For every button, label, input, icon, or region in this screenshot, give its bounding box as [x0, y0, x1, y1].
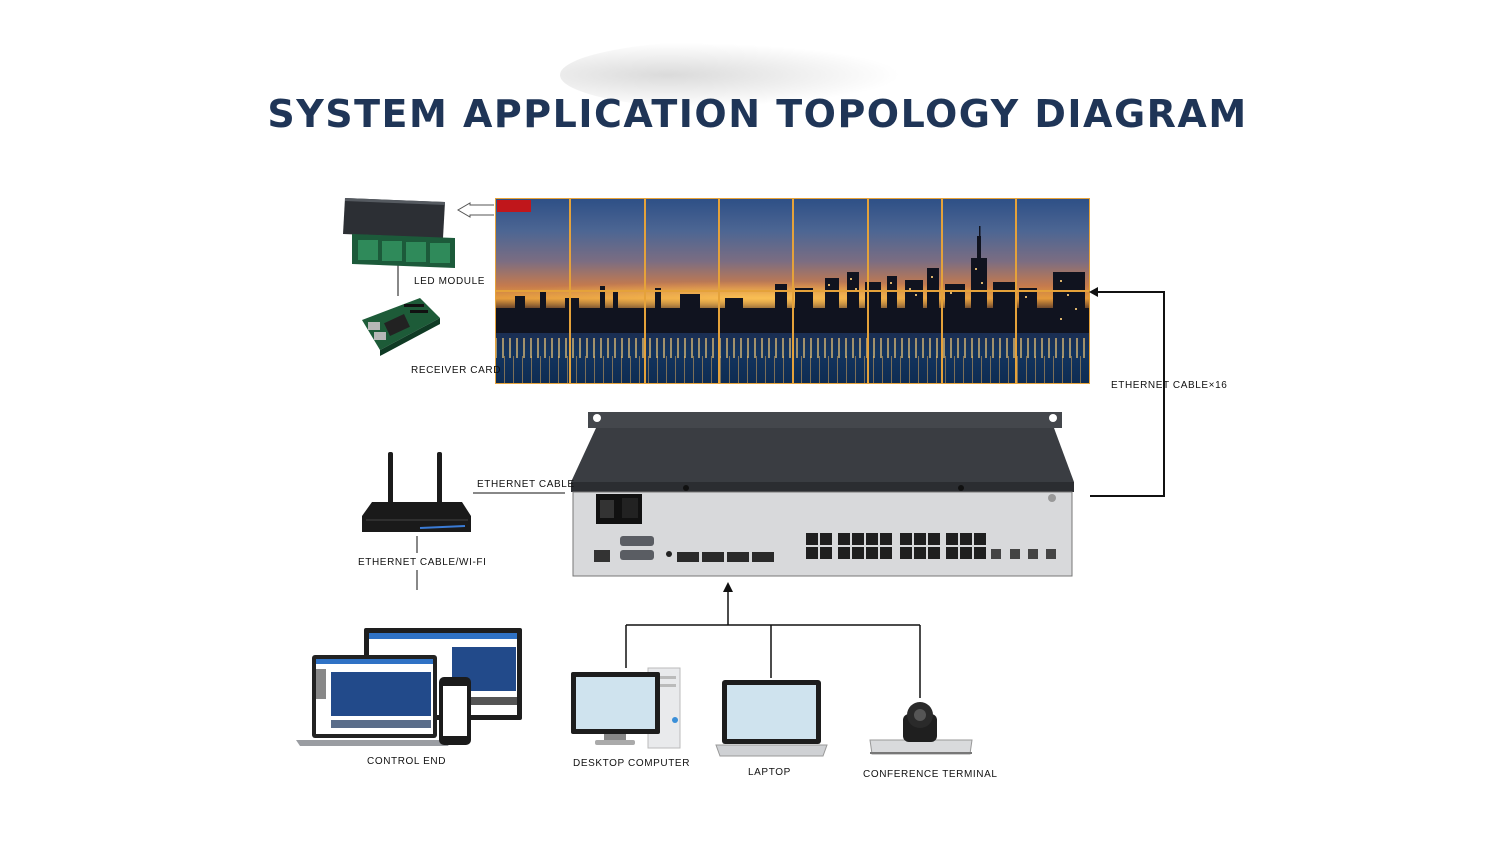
wall-border — [495, 198, 1090, 384]
control-end-label: CONTROL END — [367, 756, 447, 767]
router-icon — [362, 452, 471, 532]
laptop-label: LAPTOP — [748, 767, 791, 778]
desktop-computer-label: DESKTOP COMPUTER — [573, 758, 691, 769]
conference-terminal-label: CONFERENCE TERMINAL — [863, 769, 998, 780]
led-module-label: LED MODULE — [414, 276, 486, 287]
page-title: SYSTEM APPLICATION TOPOLOGY DIAGRAM — [267, 92, 1248, 136]
led-display-wall — [495, 198, 1090, 384]
led-module-icon — [343, 198, 455, 268]
input-arrowhead — [723, 582, 733, 592]
video-processor-icon — [571, 412, 1074, 577]
ethernet-x16-line — [1090, 291, 1165, 497]
ethernet-cable-wifi-label: ETHERNET CABLE/WI-FI — [358, 557, 487, 568]
module-zoom-arrow — [457, 202, 494, 218]
ethernet-cable-label: ETHERNET CABLE — [477, 479, 575, 490]
ethernet-cable-x16-label: ETHERNET CABLE×16 — [1111, 380, 1228, 391]
control-end-devices-icon — [296, 628, 522, 746]
receiver-card-label: RECEIVER CARD — [411, 365, 502, 376]
ethernet-x16-arrowhead — [1089, 287, 1098, 297]
highlighted-cabinet — [497, 200, 531, 212]
panel-divider-horizontal — [495, 290, 1090, 292]
laptop-icon — [715, 680, 828, 757]
input-tree — [625, 590, 921, 698]
receiver-card-icon — [362, 298, 440, 356]
conference-camera-icon — [869, 702, 973, 755]
desktop-computer-icon — [571, 667, 681, 749]
background-glow — [560, 40, 920, 110]
